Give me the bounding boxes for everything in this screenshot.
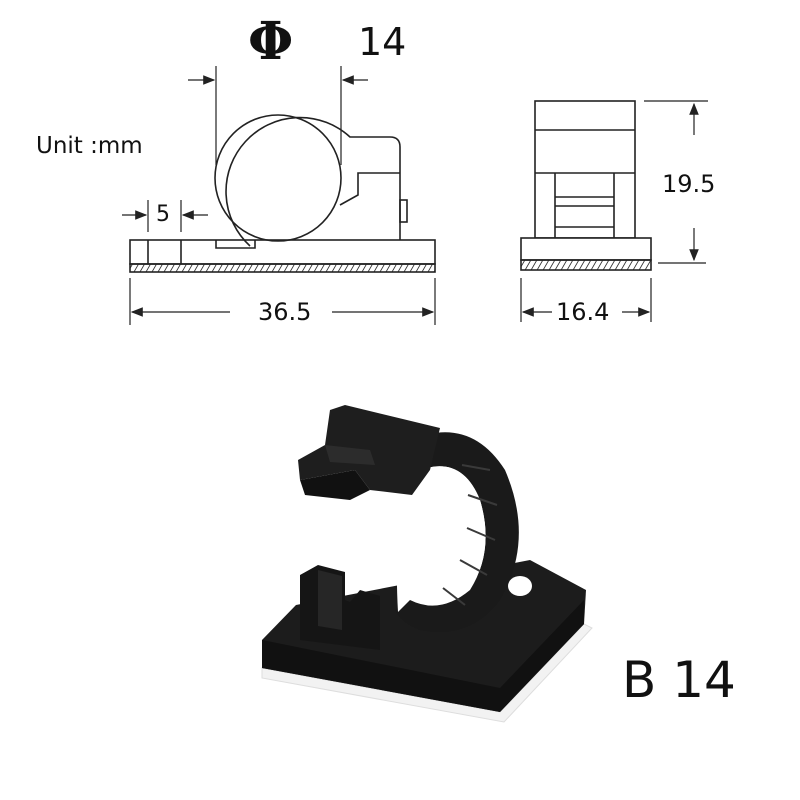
front-dimension-lines [122,66,436,325]
total-length-dimension: 36.5 [258,298,312,326]
front-view [129,114,436,273]
side-view [520,100,652,271]
slot-width-dimension: 5 [156,202,170,227]
side-dimension-lines [520,100,708,322]
model-label: B 14 [622,651,736,709]
diameter-value: 14 [358,20,407,64]
unit-label: Unit :mm [36,133,143,159]
product-photo [261,405,593,723]
height-dimension: 19.5 [662,170,716,198]
base-width-dimension: 16.4 [556,298,610,326]
diameter-symbol: Φ [248,11,294,72]
